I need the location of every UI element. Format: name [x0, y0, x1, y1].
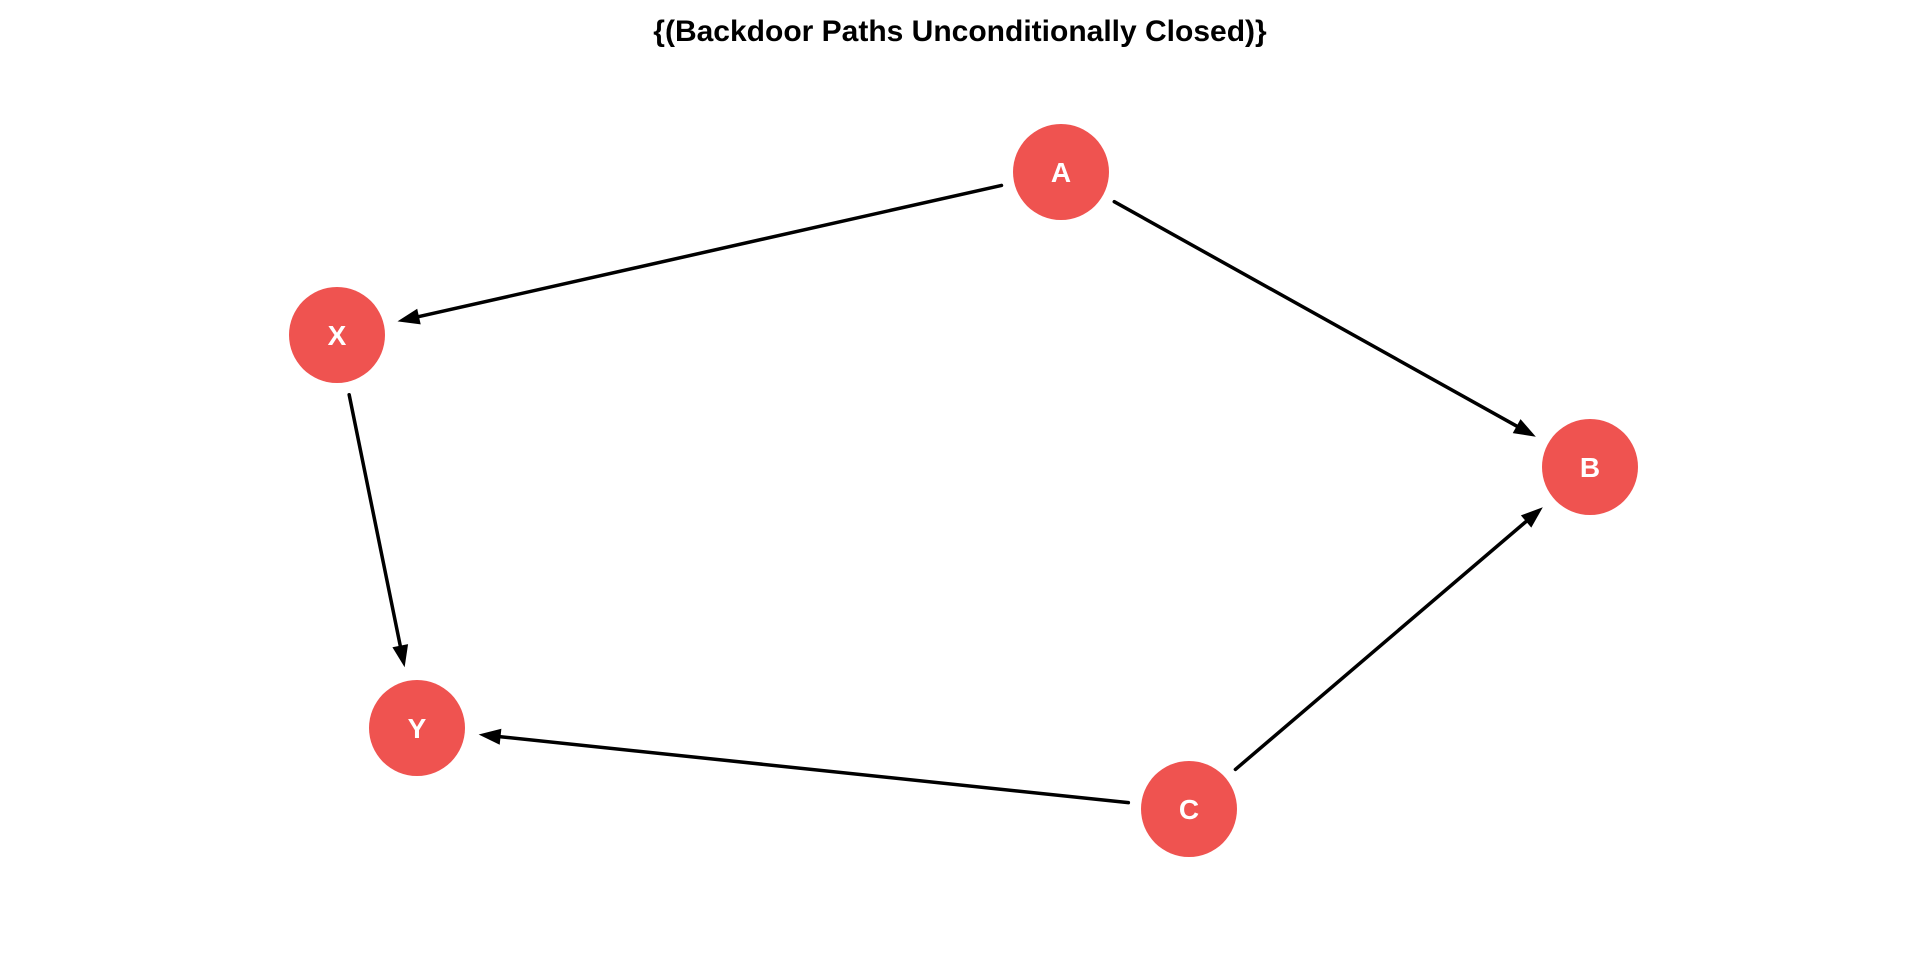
edge-A-B: [1112, 199, 1519, 428]
edge-A-X: [417, 183, 1004, 319]
edge-C-B: [1233, 519, 1528, 772]
node-C: [1141, 761, 1237, 857]
arrowhead-X-Y: [392, 644, 409, 668]
arrowhead-A-X: [397, 308, 421, 325]
node-Y: [369, 680, 465, 776]
arrowhead-C-B: [1520, 507, 1543, 528]
edges-layer: [347, 183, 1543, 805]
node-B: [1542, 419, 1638, 515]
edge-C-Y: [498, 735, 1131, 805]
node-A: [1013, 124, 1109, 220]
arrowhead-A-B: [1512, 419, 1536, 437]
arrowhead-C-Y: [478, 728, 502, 745]
diagram-title: {(Backdoor Paths Unconditionally Closed)…: [653, 15, 1267, 48]
edge-X-Y: [347, 393, 402, 648]
node-X: [289, 287, 385, 383]
